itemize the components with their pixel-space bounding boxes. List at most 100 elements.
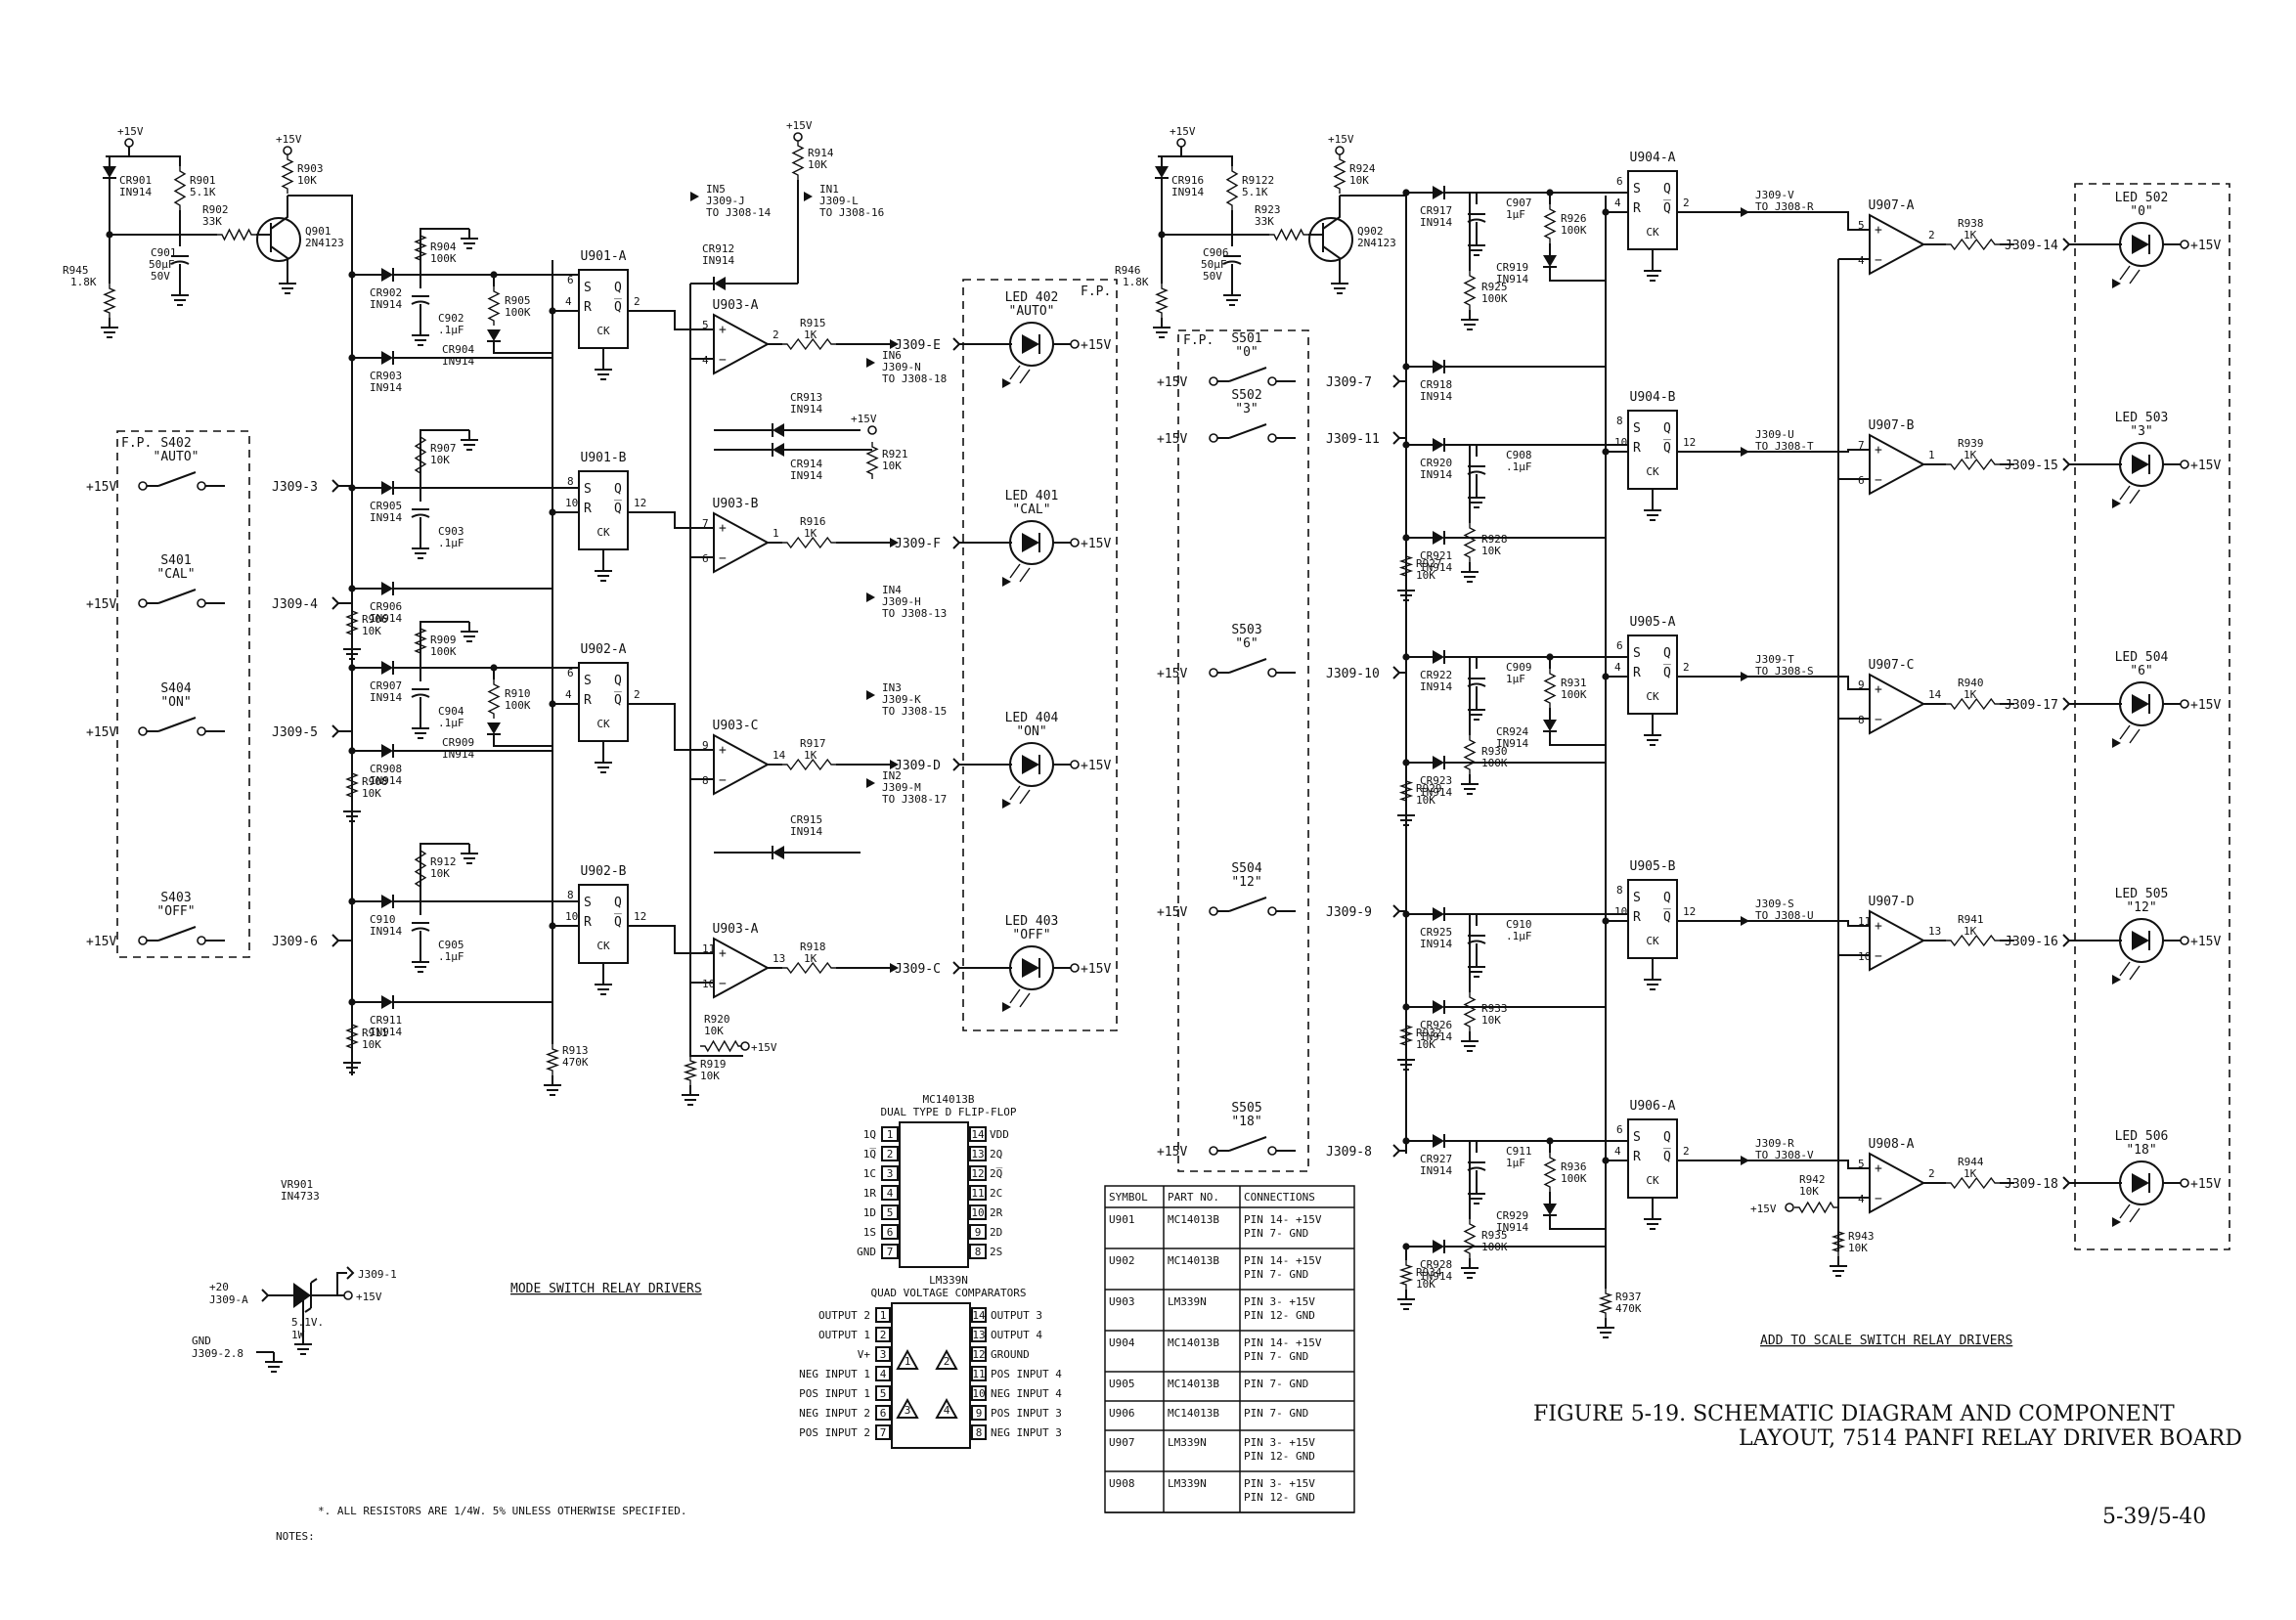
junction-dot: [549, 508, 556, 516]
zener-part: IN4733: [281, 1190, 320, 1203]
resistor-ref: R946: [1115, 264, 1141, 277]
wire: [1009, 785, 1021, 801]
diode-value: IN914: [442, 748, 474, 761]
resistor-value: 1K: [1964, 229, 1977, 241]
ic-pin: [971, 1366, 987, 1381]
wire: [782, 337, 836, 351]
ic-part: LM339N: [929, 1274, 968, 1287]
jack-chevron: [1392, 431, 1401, 445]
switch-rail-label: +15V: [86, 725, 116, 740]
switch-ref: S401: [160, 553, 191, 568]
pin-number: 8: [976, 1426, 983, 1439]
tap-destination: TO J308-13: [882, 607, 947, 620]
pin-number: 4: [1858, 1193, 1865, 1205]
wire: [2119, 961, 2131, 977]
mode-section-title: MODE SWITCH RELAY DRIVERS: [510, 1282, 702, 1296]
wire: [628, 310, 714, 330]
pin-number: 8: [1616, 884, 1623, 897]
cap-ref: C910: [1506, 918, 1532, 931]
pin-number: 4: [565, 295, 572, 308]
wire: [1946, 697, 2000, 711]
diode: [773, 443, 784, 457]
diode-ref: CR918: [1420, 378, 1452, 391]
rail-label: +15V: [1750, 1203, 1777, 1215]
diode: [773, 423, 784, 437]
notes-heading: NOTES:: [276, 1530, 315, 1543]
wire: [1831, 1227, 1846, 1256]
wire: [157, 717, 197, 732]
table-cell-symbol: U906: [1109, 1407, 1135, 1420]
ic-pin-label: 2S: [990, 1246, 1002, 1258]
diode-value: IN914: [370, 612, 402, 625]
output-rail-label: +15V: [356, 1291, 382, 1303]
jack-chevron: [2062, 1176, 2071, 1190]
tap-jack: J309-K: [882, 693, 921, 706]
resistor-value: 100K: [1481, 1241, 1508, 1253]
diode-value: IN914: [1420, 1270, 1452, 1283]
resistor-value: 10K: [362, 1038, 381, 1051]
resistor-ref: R9122: [1242, 174, 1274, 187]
resistor-ref: R910: [505, 687, 531, 700]
diode-ref: CR926: [1420, 1019, 1452, 1031]
table-cell-part: MC14013B: [1168, 1407, 1219, 1420]
tap-jack: J309-N: [882, 361, 921, 373]
diode-ref: CR902: [370, 286, 402, 299]
tap-destination: TO J308-15: [882, 705, 947, 718]
led-diode: [1022, 533, 1039, 552]
table-cell-connection: PIN 12- GND: [1244, 1491, 1315, 1504]
switch-ref: S402: [160, 436, 191, 451]
resistor-ref: R907: [430, 442, 457, 455]
diode-ref: CR906: [370, 600, 402, 613]
ic-pin: [881, 1146, 899, 1161]
pin-qbar: Q̅: [614, 299, 622, 315]
diode-ref: CR928: [1420, 1258, 1452, 1271]
switch-ref: S505: [1231, 1101, 1261, 1116]
output-destination: TO J308-U: [1755, 909, 1814, 922]
led-jack-label: J309-E: [895, 338, 941, 353]
pin-number: 10: [972, 1387, 985, 1400]
wire: [1946, 934, 2000, 947]
led-diode: [1022, 755, 1039, 774]
output-destination: TO J308-T: [1755, 440, 1814, 453]
comparator-ref: U908-A: [1869, 1137, 1915, 1152]
pin-r: R: [584, 693, 592, 708]
led-diode: [1022, 958, 1039, 978]
comparator-body: [713, 733, 771, 796]
pin-number: 13: [971, 1148, 984, 1160]
led-rail-label: +15V: [1081, 537, 1111, 551]
wire: [2129, 269, 2141, 285]
diode-ref: CR917: [1420, 204, 1452, 217]
switch-name: "OFF": [156, 904, 195, 919]
output-jack: J309-V: [1755, 189, 1794, 201]
pin-r: R: [1633, 666, 1641, 680]
diode-ref: CR912: [702, 242, 734, 255]
ic-description: QUAD VOLTAGE COMPARATORS: [871, 1287, 1027, 1299]
pin-number: 5: [880, 1387, 887, 1400]
arrow: [2112, 279, 2121, 288]
output-destination: TO J308-V: [1755, 1149, 1814, 1161]
wire: [1155, 284, 1169, 318]
diode-ref: CR922: [1420, 669, 1452, 681]
ic-pin-label: 1C: [863, 1167, 876, 1180]
pin-number: 10: [565, 910, 578, 923]
cap-value: .1µF: [1506, 930, 1532, 942]
pin-number: 10: [565, 497, 578, 509]
arrow: [890, 963, 899, 973]
ic-pin: [969, 1185, 987, 1201]
led-jack-label: J309-F: [895, 537, 941, 551]
wire: [1741, 676, 1870, 690]
pin-number: 3: [880, 1348, 887, 1361]
arrow: [2112, 738, 2121, 748]
led-ref: LED 503: [2115, 411, 2169, 425]
pin-number: 11: [702, 942, 715, 955]
wire: [1009, 988, 1021, 1004]
pin-q: Q: [1663, 891, 1671, 905]
table-cell-connection: PIN 7- GND: [1244, 1407, 1308, 1420]
switch-rail-label: +15V: [1157, 432, 1187, 447]
switch-jack-label: J309-7: [1326, 375, 1372, 390]
diode-value: IN914: [370, 511, 402, 524]
jack-chevron: [2062, 458, 2071, 471]
junction-dot: [1402, 363, 1410, 371]
led-diode: [2132, 931, 2149, 950]
resistor-value: 10K: [1416, 794, 1435, 807]
